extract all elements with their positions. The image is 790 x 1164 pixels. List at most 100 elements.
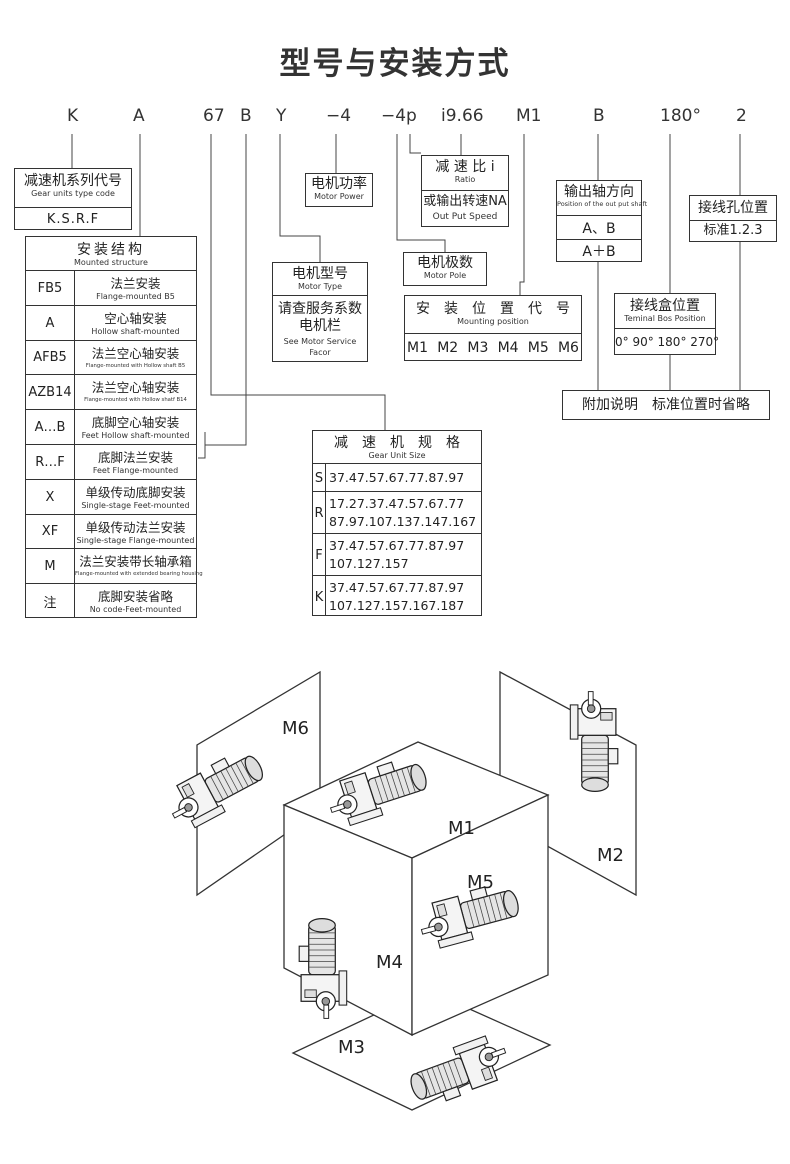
structure-title-cn: 安装结构 <box>77 242 145 258</box>
note-cn: 附加说明 标准位置时省略 <box>582 397 750 413</box>
mounting-value-m3: M3 <box>467 340 489 356</box>
gear-size-row-value: 37.47.57.67.77.87.97 <box>329 580 465 595</box>
label-m1: M1 <box>448 818 475 839</box>
structure-row-code: AZB14 <box>28 385 72 401</box>
gear-size-row-code: F <box>315 547 323 563</box>
code-structure: A <box>133 106 145 126</box>
note-box: 附加说明 标准位置时省略 <box>562 390 770 420</box>
output-shaft-box: 输出轴方向 Position of the out put shaft A、B … <box>556 180 648 262</box>
gear-size-row-code: K <box>314 589 324 605</box>
gear-size-table: 减 速 机 规 格 Gear Unit Size S 37.47.57.67.77… <box>312 430 482 616</box>
structure-row-cn: 单级传动法兰安装 <box>85 519 186 535</box>
output-shaft-opt1: A、B <box>582 221 616 237</box>
code-size: 67 <box>203 106 225 126</box>
structure-row-code: FB5 <box>37 280 63 296</box>
ratio-box: 减 速 比 i Ratio 或输出转速NA Out Put Speed <box>421 155 509 227</box>
motor-type-note-cn2: 电机栏 <box>299 318 341 334</box>
gear-size-en: Gear Unit Size <box>368 451 426 460</box>
label-m5: M5 <box>467 872 494 893</box>
gear-size-row-value: 17.27.37.47.57.67.77 <box>329 496 465 511</box>
motor-power-en: Motor Power <box>314 192 364 201</box>
cable-hole-value: 标准1.2.3 <box>703 223 763 238</box>
code-foot: B <box>240 106 252 126</box>
mounting-position-values: M1 M2 M3 M4 M5 M6 <box>407 340 579 356</box>
output-shaft-en: Position of the out put shaft <box>557 200 648 208</box>
gear-size-row: F 37.47.57.67.77.87.97 107.127.157 <box>313 533 481 575</box>
motor-power-cn: 电机功率 <box>311 176 367 192</box>
code-motor-pole: −4p <box>381 106 417 126</box>
gear-size-row-value: 107.127.157.167.187 <box>329 598 465 613</box>
structure-row-code: 注 <box>43 596 57 612</box>
mounting-position-cn: 安 装 位 置 代 号 <box>416 301 570 317</box>
output-shaft-cn: 输出轴方向 <box>564 184 634 200</box>
code-ratio: i9.66 <box>441 106 484 126</box>
structure-row-cn: 法兰安装带长轴承箱 <box>79 554 192 570</box>
motor-type-note-cn1: 请查服务系数 <box>278 301 362 317</box>
motor-power-box: 电机功率 Motor Power <box>305 173 373 207</box>
cable-hole-cn: 接线孔位置 <box>698 200 768 216</box>
motor-pole-en: Motor Pole <box>423 271 467 280</box>
motor-type-note-en1: See Motor Service <box>283 337 357 346</box>
gear-size-row-value: 37.47.57.67.77.87.97 <box>329 470 465 485</box>
series-box: 减速机系列代号 Gear units type code K.S.R.F <box>14 168 132 230</box>
label-m6: M6 <box>282 718 309 739</box>
structure-row-code: M <box>44 559 56 575</box>
series-title-cn: 减速机系列代号 <box>24 173 122 189</box>
code-series: K <box>67 106 79 126</box>
code-cable-hole: 2 <box>736 106 747 126</box>
gear-size-row-value: 37.47.57.67.77.87.97 <box>329 538 465 553</box>
code-motor-type: Y <box>276 106 287 126</box>
motor-pole-cn: 电机极数 <box>417 255 473 271</box>
structure-title-en: Mounted structure <box>74 258 148 267</box>
mounting-position-box: 安 装 位 置 代 号 Mounting position M1 M2 M3 M… <box>404 295 582 361</box>
terminal-box-values: 0° 90° 180° 270° <box>615 335 720 349</box>
structure-row-cn: 空心轴安装 <box>104 310 167 326</box>
structure-row-en: Single-stage Feet-mounted <box>81 500 190 510</box>
structure-row-en: Feet Hollow shaft-mounted <box>81 431 190 441</box>
ratio-en: Ratio <box>454 175 476 184</box>
mounting-position-en: Mounting position <box>457 317 529 326</box>
terminal-box-en: Teminal Bos Position <box>624 314 706 323</box>
label-m4: M4 <box>376 952 403 973</box>
connector-lines <box>71 134 741 459</box>
structure-row-en: Hollow shaft-mounted <box>91 326 180 336</box>
mounting-value-m2: M2 <box>437 340 459 356</box>
gear-size-row: R 17.27.37.47.57.67.77 87.97.107.137.147.1… <box>313 491 481 533</box>
structure-row-code: A <box>45 315 55 331</box>
structure-row-cn: 单级传动底脚安装 <box>85 484 186 500</box>
code-motor-power: −4 <box>326 106 352 126</box>
gear-size-row-value: 87.97.107.137.147.167 <box>329 514 477 529</box>
structure-row-en: Flange-mounted with Hollow shaft B5 <box>85 362 186 369</box>
structure-row-code: AFB5 <box>33 350 67 366</box>
motor-type-en: Motor Type <box>297 282 343 291</box>
motor-pole-box: 电机极数 Motor Pole <box>403 252 487 286</box>
gear-size-row-code: R <box>314 505 324 521</box>
gear-size-cn: 减 速 机 规 格 <box>334 435 460 451</box>
structure-row-code: R…F <box>35 454 65 470</box>
mounting-value-m4: M4 <box>497 340 519 356</box>
structure-row-code: XF <box>41 524 59 540</box>
structure-row-code: X <box>45 489 55 505</box>
motor-type-box: 电机型号 Motor Type 请查服务系数 电机栏 See Motor Ser… <box>272 262 368 362</box>
terminal-box-cn: 接线盒位置 <box>630 298 700 314</box>
page-title: 型号与安装方式 <box>279 46 511 82</box>
label-m3: M3 <box>338 1037 365 1058</box>
series-title-en: Gear units type code <box>31 189 115 198</box>
gear-size-row-value: 107.127.157 <box>329 556 409 571</box>
structure-row-cn: 底脚安装省略 <box>97 589 173 605</box>
ratio-cn: 减 速 比 i <box>435 159 495 175</box>
gear-size-row-code: S <box>314 470 324 486</box>
structure-row-en: Flange-mounted with extended bearing hou… <box>75 571 203 578</box>
mounting-value-m6: M6 <box>557 340 579 356</box>
structure-row-cn: 法兰安装 <box>110 276 161 291</box>
structure-row-en: Flange-mounted B5 <box>96 292 175 301</box>
gear-size-row: S 37.47.57.67.77.87.97 <box>313 463 481 491</box>
